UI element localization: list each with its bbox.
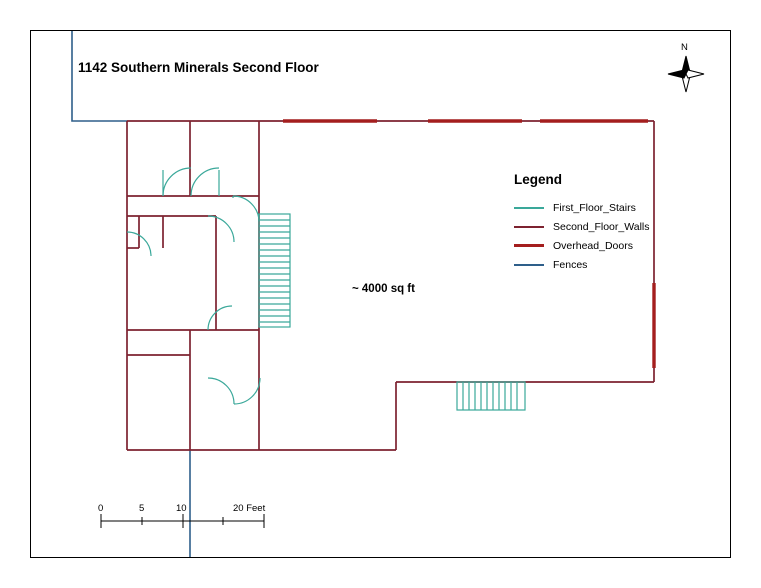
page-title: 1142 Southern Minerals Second Floor bbox=[78, 60, 319, 75]
scale-bar bbox=[100, 514, 265, 528]
fences-layer bbox=[71, 31, 191, 557]
legend-item-overhead-doors: Overhead_Doors bbox=[514, 236, 684, 255]
legend-label-fences: Fences bbox=[553, 258, 588, 271]
legend-title: Legend bbox=[514, 172, 563, 187]
compass-north-icon bbox=[667, 55, 705, 93]
legend-item-second-floor-walls: Second_Floor_Walls bbox=[514, 217, 684, 236]
legend-swatch-overhead-doors bbox=[514, 244, 544, 247]
map-frame bbox=[30, 30, 731, 558]
legend: Legend First_Floor_Stairs Second_Floor_W… bbox=[514, 172, 684, 274]
legend-swatch-second-floor-walls bbox=[514, 225, 544, 228]
legend-label-second-floor-walls: Second_Floor_Walls bbox=[553, 220, 650, 233]
legend-label-overhead-doors: Overhead_Doors bbox=[553, 239, 633, 252]
overhead-doors-layer bbox=[283, 119, 656, 368]
north-label: N bbox=[681, 42, 688, 53]
legend-swatch-first-floor-stairs bbox=[514, 206, 544, 209]
area-label: ~ 4000 sq ft bbox=[352, 283, 415, 295]
legend-item-first-floor-stairs: First_Floor_Stairs bbox=[514, 198, 684, 217]
legend-swatch-fences bbox=[514, 263, 544, 266]
legend-label-first-floor-stairs: First_Floor_Stairs bbox=[553, 201, 636, 214]
first-floor-stairs-layer bbox=[126, 167, 526, 411]
legend-item-fences: Fences bbox=[514, 255, 684, 274]
